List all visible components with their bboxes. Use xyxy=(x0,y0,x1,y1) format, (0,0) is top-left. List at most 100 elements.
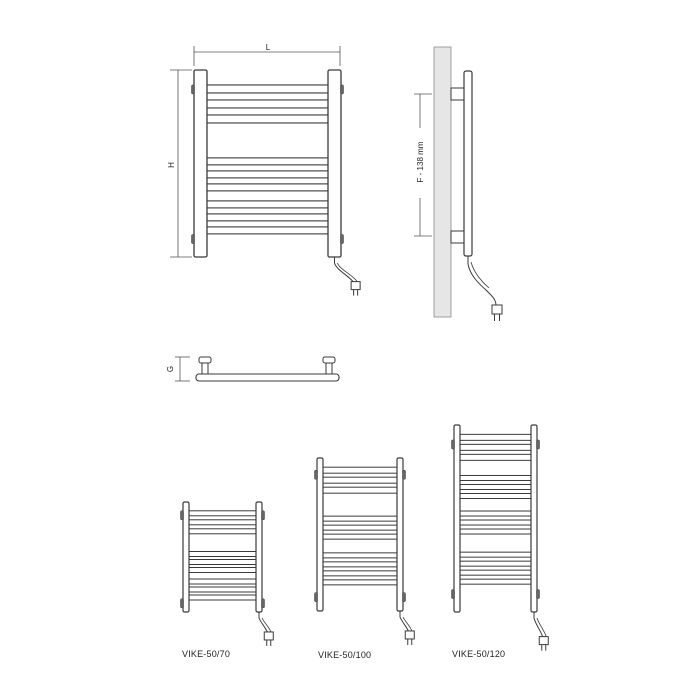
left-upright xyxy=(193,69,208,258)
rail-bar xyxy=(187,586,258,593)
rail-bar xyxy=(458,443,533,451)
plug-icon xyxy=(263,631,274,646)
side-view: F - 138 mm xyxy=(412,46,503,321)
rail-bar xyxy=(321,561,399,568)
mounting-bracket xyxy=(340,234,344,244)
rail-bar xyxy=(205,170,330,179)
height-dimension-label: H xyxy=(167,162,176,168)
mounting-bracket xyxy=(402,469,406,480)
rail-bar xyxy=(187,551,258,557)
height-dimension: H xyxy=(167,69,192,258)
plug-body xyxy=(538,636,549,646)
side-power-cable xyxy=(467,256,497,309)
rail-bar xyxy=(321,570,399,577)
wall-spacing-label: F - 138 mm xyxy=(416,141,425,182)
rail-bar xyxy=(321,579,399,586)
power-cable-outline xyxy=(337,262,359,283)
mounting-bracket xyxy=(536,589,540,599)
left-upright xyxy=(316,457,324,612)
right-upright xyxy=(255,501,263,613)
rail-bar xyxy=(321,552,399,559)
rail-bar xyxy=(321,476,399,484)
mounting-bracket xyxy=(180,510,184,521)
model-vike-50-120 xyxy=(451,424,549,651)
side-plug-icon xyxy=(491,304,503,321)
left-upright xyxy=(182,501,190,613)
power-cable xyxy=(533,612,544,640)
rail-bar xyxy=(458,560,533,567)
rail-bar xyxy=(205,226,330,235)
right-upright xyxy=(530,424,538,613)
rail-bar xyxy=(458,569,533,576)
top-left-bracket xyxy=(198,356,212,364)
top-right-bracket xyxy=(322,356,336,364)
width-dimension-label: L xyxy=(266,43,271,52)
model-label-vike-50-70: VIKE-50/70 xyxy=(182,649,230,659)
rail-bar xyxy=(205,84,330,94)
wall xyxy=(433,46,452,318)
front-view xyxy=(191,69,361,296)
side-upright xyxy=(463,70,473,257)
right-upright xyxy=(327,69,342,258)
rail-bar xyxy=(205,183,330,192)
mounting-bracket xyxy=(261,510,265,521)
mounting-bracket xyxy=(314,592,318,602)
rail-bar xyxy=(187,528,258,535)
plug-icon xyxy=(538,636,549,651)
width-dimension: L xyxy=(193,43,341,66)
plug-body xyxy=(404,630,415,640)
rail-bar xyxy=(458,551,533,558)
mounting-bracket xyxy=(191,234,195,244)
model-label-vike-50-100: VIKE-50/100 xyxy=(318,650,371,660)
power-cable xyxy=(258,612,269,635)
top-rail-bar xyxy=(195,373,340,382)
rail-bar xyxy=(458,483,533,490)
rail-bar xyxy=(205,114,330,124)
rail-bar xyxy=(187,567,258,573)
power-cable-outline xyxy=(536,617,547,638)
plug-icon xyxy=(404,630,415,645)
rail-bar xyxy=(187,578,258,585)
right-upright xyxy=(396,457,404,612)
rail-bar xyxy=(458,474,533,481)
mounting-bracket xyxy=(180,598,184,609)
rail-bar xyxy=(458,453,533,461)
depth-dimension-label: G xyxy=(166,366,175,372)
rail-bar xyxy=(205,99,330,109)
rail-bar xyxy=(187,594,258,601)
plug-body xyxy=(350,281,361,291)
power-cable xyxy=(399,611,410,634)
rail-bar xyxy=(205,200,330,209)
mounting-bracket xyxy=(191,84,195,95)
model-vike-50-70 xyxy=(180,501,274,646)
rail-bar xyxy=(458,510,533,517)
mounting-bracket xyxy=(402,592,406,602)
rail-bar xyxy=(187,519,258,526)
rail-bar xyxy=(458,528,533,535)
rail-bar xyxy=(187,510,258,517)
rail-bar xyxy=(321,466,399,474)
rail-bar xyxy=(321,515,399,522)
mounting-bracket xyxy=(536,439,540,450)
mounting-bracket xyxy=(340,84,344,95)
mounting-bracket xyxy=(451,439,455,450)
top-view: G xyxy=(166,356,340,382)
rail-bar xyxy=(321,533,399,540)
left-upright xyxy=(453,424,461,613)
rail-bar xyxy=(321,486,399,494)
rail-bar xyxy=(205,157,330,166)
mounting-bracket xyxy=(451,589,455,599)
model-vike-50-100 xyxy=(314,457,415,645)
model-label-vike-50-120: VIKE-50/120 xyxy=(452,649,505,659)
rail-bar xyxy=(187,559,258,565)
rail-bar xyxy=(321,524,399,531)
rail-bar xyxy=(458,519,533,526)
rail-bar xyxy=(458,492,533,499)
rail-bar xyxy=(458,578,533,585)
mounting-bracket xyxy=(261,598,265,609)
plug-icon xyxy=(350,281,361,296)
plug-body xyxy=(263,631,274,641)
mounting-bracket xyxy=(314,469,318,480)
rail-bar xyxy=(458,433,533,441)
